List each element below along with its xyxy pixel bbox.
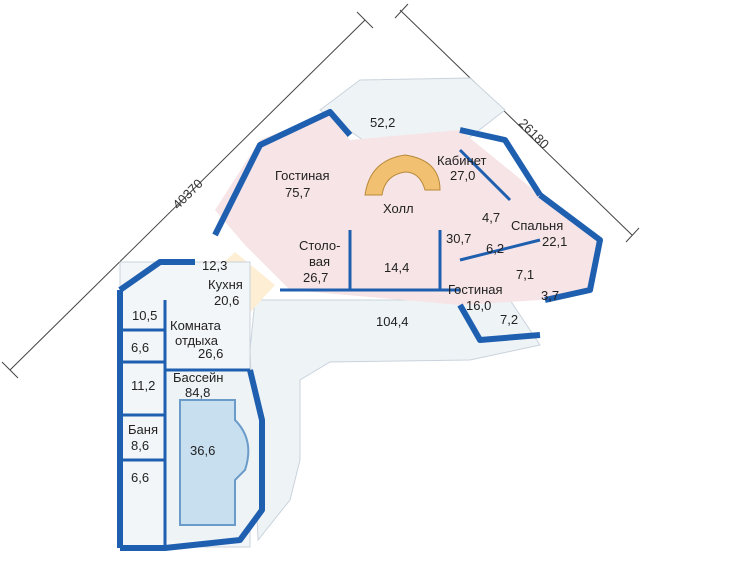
label-pool-water: 36,6 [190,443,215,458]
label-room144: 14,4 [384,260,409,275]
label-bedroom-area: 22,1 [542,234,567,249]
label-hall-area: 30,7 [446,231,471,246]
label-guest-name: Гостиная [448,282,503,297]
label-room37: 3,7 [541,288,559,303]
label-dining-name-1: Столо- [299,238,340,253]
label-room112: 11,2 [131,378,155,393]
label-study-area: 27,0 [450,168,475,183]
dimension-line-left [1,11,374,379]
label-room105: 10,5 [132,308,157,323]
label-dining-name-2: вая [309,254,330,269]
label-sauna-name: Баня [128,422,158,437]
label-guest-area: 16,0 [466,298,491,313]
dimension-label-left: 40370 [170,176,206,212]
label-room66b: 6,6 [131,470,149,485]
main-house-block [215,112,600,305]
label-terrace-big: 104,4 [376,314,409,329]
label-lounge-area: 26,6 [198,346,223,361]
dimension-label-right: 26180 [516,116,552,152]
label-room47: 4,7 [482,210,500,225]
spiral-stairs [364,154,441,196]
label-living-name: Гостиная [275,168,330,183]
label-study-name: Кабинет [437,153,486,168]
dimension-line-right [394,3,640,243]
label-dining-area: 26,7 [303,270,328,285]
label-pool-name: Бассейн [173,370,223,385]
label-terrace-area: 52,2 [370,115,395,130]
label-hall-name: Холл [383,201,414,216]
exterior-walls [117,109,603,551]
label-room72: 7,2 [500,312,518,327]
interior-walls [120,148,541,548]
label-kitchen-area: 20,6 [214,293,239,308]
label-bedroom-name: Спальня [511,218,563,233]
label-room66a: 6,6 [131,340,149,355]
label-lounge-name-2: отдыха [175,333,219,348]
label-room123: 12,3 [202,258,227,273]
label-sauna-area: 8,6 [131,438,149,453]
label-room62: 6,2 [486,241,504,256]
label-pool-area: 84,8 [185,385,210,400]
pool-water [179,399,250,526]
label-lounge-name-1: Комната [170,318,222,333]
label-kitchen-name: Кухня [208,277,243,292]
label-living-area: 75,7 [285,185,310,200]
label-room71: 7,1 [516,267,534,282]
